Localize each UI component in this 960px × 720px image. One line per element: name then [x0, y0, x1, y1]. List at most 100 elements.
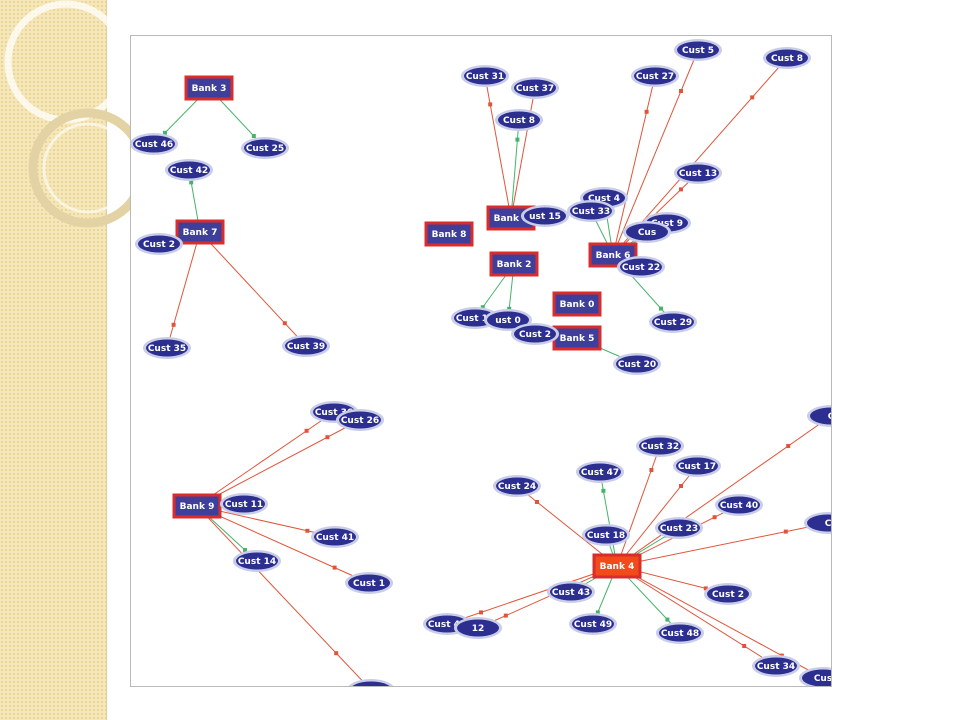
bank-node-bank5[interactable]: Bank 5 — [552, 325, 602, 351]
customer-node-cbot[interactable] — [347, 679, 395, 686]
node-label: Cust 49 — [574, 620, 612, 630]
customer-ellipse — [707, 585, 749, 603]
customer-node-c40[interactable]: Cust 40 — [715, 494, 763, 516]
customer-ellipse — [524, 207, 566, 225]
customer-node-c2[interactable]: Cust 2 — [704, 583, 752, 605]
edge-marker — [783, 529, 788, 534]
customer-node-c1[interactable]: Cust 1 — [345, 572, 393, 594]
node-label: Cust 22 — [622, 263, 660, 273]
bank-node-bank0[interactable]: Bank 0 — [552, 291, 602, 317]
customer-node-c8b[interactable]: Cust 8 — [495, 109, 543, 131]
customer-ellipse — [677, 41, 719, 59]
edge-marker — [712, 515, 717, 520]
customer-node-c11[interactable]: Cust 11 — [220, 493, 268, 515]
customer-node-c22[interactable]: Cust 22 — [617, 256, 665, 278]
customer-node-c41[interactable]: Cust 41 — [311, 526, 359, 548]
node-label: Cust 2 — [519, 330, 551, 340]
edge-marker — [515, 137, 520, 142]
node-label: Cust 8 — [503, 116, 535, 126]
bank-node-bank4[interactable]: Bank 4 — [592, 553, 642, 579]
customer-node-c8[interactable]: Cust 8 — [763, 47, 811, 69]
customer-node-c33[interactable]: Cust 33 — [567, 200, 615, 222]
edge-marker — [334, 651, 339, 656]
edge-marker — [503, 613, 508, 618]
customer-node-c21[interactable]: Cust 2 — [135, 233, 183, 255]
node-label: Cust 20 — [618, 360, 656, 370]
customer-node-cr1[interactable]: C — [807, 405, 831, 427]
customer-node-c47[interactable]: Cust 47 — [576, 461, 624, 483]
node-label: Bank 5 — [560, 334, 595, 344]
customer-node-c14[interactable]: Cust 14 — [233, 550, 281, 572]
edge-bank9-c26 — [196, 419, 361, 507]
edge-bank4-c17 — [616, 465, 698, 567]
customer-node-c24[interactable]: Cust 24 — [493, 475, 541, 497]
customer-ellipse — [138, 235, 180, 253]
edge-bank1-c8b — [510, 119, 520, 219]
edge-line — [196, 419, 361, 507]
bank-node-bank9[interactable]: Bank 9 — [172, 493, 222, 519]
customer-node-c17[interactable]: Cust 17 — [673, 455, 721, 477]
customer-node-c43[interactable]: Cust 43 — [547, 581, 595, 603]
customer-ellipse — [464, 67, 506, 85]
node-label: Cust 14 — [238, 557, 276, 567]
edge-marker — [601, 488, 606, 493]
bank-node-bank7[interactable]: Bank 7 — [175, 219, 225, 245]
customer-node-c2x[interactable]: Cust 2 — [511, 323, 559, 345]
customer-node-c25[interactable]: Cust 25 — [241, 137, 289, 159]
edge-line — [612, 49, 699, 256]
customer-node-c32[interactable]: Cust 32 — [636, 435, 684, 457]
edge-marker — [163, 130, 167, 135]
edge-line — [199, 231, 307, 347]
customer-node-c39[interactable]: Cust 39 — [282, 335, 330, 357]
bank-box — [424, 221, 474, 247]
node-label: Cust 34 — [757, 662, 795, 672]
node-label: Bank 0 — [560, 300, 595, 310]
edge-bank4-c34 — [616, 565, 777, 667]
customer-ellipse — [634, 67, 676, 85]
customer-node-c31[interactable]: Cust 31 — [461, 65, 509, 87]
customer-ellipse — [236, 552, 278, 570]
customer-node-c13[interactable]: Cust 13 — [674, 162, 722, 184]
edge-marker — [332, 565, 337, 570]
customer-node-c29[interactable]: Cust 29 — [649, 311, 697, 333]
customer-node-c12[interactable]: 12 — [454, 617, 502, 639]
customer-node-c34[interactable]: Cust 34 — [752, 655, 800, 677]
customer-node-cr2[interactable]: C — [804, 512, 831, 534]
customer-node-c3x[interactable]: Cus — [623, 221, 671, 243]
customer-ellipse — [514, 325, 556, 343]
customer-node-c35[interactable]: Cust 35 — [143, 337, 191, 359]
customer-ellipse — [652, 313, 694, 331]
edge-bank6-c5 — [612, 49, 699, 256]
edge-bank4-c44 — [446, 565, 618, 625]
customer-node-c42[interactable]: Cust 42 — [165, 159, 213, 181]
edge-marker — [480, 305, 485, 310]
customer-ellipse — [550, 583, 592, 601]
node-label: Bank 9 — [180, 502, 215, 512]
bank-box — [175, 219, 225, 245]
customer-node-c18[interactable]: Cust 18 — [582, 524, 630, 546]
customer-node-c26[interactable]: Cust 26 — [336, 409, 384, 431]
node-label: Cust 5 — [682, 46, 714, 56]
node-label: Cust 1 — [353, 579, 385, 589]
bank-node-bank2[interactable]: Bank 2 — [489, 251, 539, 277]
customer-node-c20[interactable]: Cust 20 — [613, 353, 661, 375]
customer-node-c48[interactable]: Cust 48 — [656, 622, 704, 644]
customer-node-c5[interactable]: Cust 5 — [674, 39, 722, 61]
customer-node-c37[interactable]: Cust 37 — [511, 77, 559, 99]
node-label: Cust 10 — [456, 314, 494, 324]
customer-node-c49[interactable]: Cust 49 — [569, 613, 617, 635]
customer-node-c27[interactable]: Cust 27 — [631, 65, 679, 87]
customer-node-c15[interactable]: ust 15 — [521, 205, 569, 227]
edge-marker — [304, 428, 309, 433]
customer-node-cr3[interactable]: Cus — [799, 667, 831, 686]
node-label: Cus — [638, 228, 656, 238]
customer-node-c23[interactable]: Cust 23 — [655, 517, 703, 539]
edge-line — [616, 415, 831, 567]
edge-marker — [659, 306, 663, 311]
bank-node-bank3[interactable]: Bank 3 — [184, 75, 234, 101]
customer-ellipse — [677, 164, 719, 182]
node-label: Cust 31 — [466, 72, 504, 82]
bank-node-bank8[interactable]: Bank 8 — [424, 221, 474, 247]
edge-marker — [595, 610, 600, 615]
customer-node-c46[interactable]: Cust 46 — [131, 133, 178, 155]
